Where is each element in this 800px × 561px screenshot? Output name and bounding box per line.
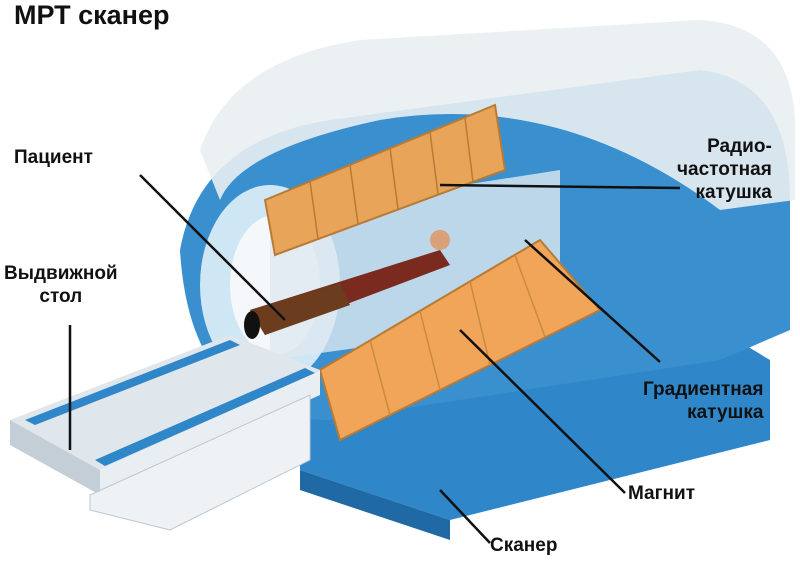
- diagram-title: МРТ сканер: [14, 0, 170, 30]
- rf-coil-upper: [263, 103, 507, 257]
- patient-figure: [244, 230, 450, 339]
- label-magnet: Магнит: [628, 483, 696, 504]
- scanner-base: [300, 330, 770, 520]
- label-rf-coil: Радио- частотная катушка: [677, 136, 772, 203]
- label-gradient-coil: Градиентная катушка: [643, 379, 764, 423]
- label-scanner: Сканер: [490, 535, 558, 556]
- label-patient: Пациент: [14, 147, 93, 168]
- gradient-coil-lower: [318, 238, 602, 442]
- label-sliding-table: Выдвижной стол: [4, 263, 118, 307]
- sliding-table: [10, 335, 320, 531]
- leader-lines: [68, 174, 681, 544]
